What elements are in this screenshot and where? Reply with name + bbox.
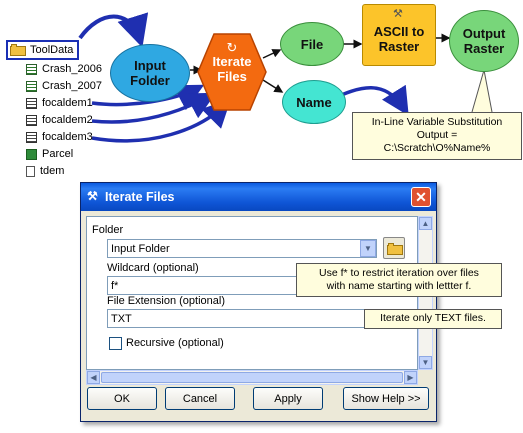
scroll-thumb[interactable] [101, 372, 403, 383]
catalog-item-crash-2007[interactable]: Crash_2007 [26, 78, 102, 94]
ok-button-label: OK [114, 392, 130, 405]
apply-button[interactable]: Apply [253, 387, 323, 410]
open-folder-icon [387, 243, 403, 255]
iterate-files-dialog: ⚒ Iterate Files ✕ Folder Input Folder ▼ … [80, 182, 437, 422]
focaldem2-arrow [91, 92, 217, 124]
folder-select-value: Input Folder [111, 242, 170, 255]
toolData-to-input-arrow [78, 12, 149, 48]
catalog-item-label: Crash_2007 [42, 80, 102, 92]
folder-label: Folder [92, 224, 124, 236]
chevron-up-icon: ▲ [421, 219, 430, 228]
output-raster-node[interactable]: Output Raster [449, 10, 519, 72]
chevron-down-icon: ▼ [421, 358, 430, 367]
file-extension-label: File Extension (optional) [107, 295, 226, 307]
show-help-button[interactable]: Show Help >> [343, 387, 429, 410]
file-extension-value: TXT [111, 312, 132, 325]
folder-select[interactable]: Input Folder [107, 239, 377, 258]
raster-icon [26, 131, 37, 143]
focaldem3-arrow [91, 99, 231, 143]
catalog-item-label: focaldem3 [42, 131, 93, 143]
chevron-down-icon: ▼ [364, 244, 372, 253]
callout-line: Output = [416, 129, 458, 141]
callout-pointer [471, 69, 493, 113]
catalog-item-tdem[interactable]: tdem [26, 163, 64, 179]
parameters-panel: Folder Input Folder ▼ Wildcard (optional… [86, 216, 418, 370]
tip-line: Use f* to restrict iteration over files [319, 267, 479, 279]
recursive-checkbox[interactable] [109, 337, 122, 350]
table-icon [26, 63, 37, 75]
raster-icon [26, 165, 35, 177]
catalog-item-parcel[interactable]: Parcel [26, 146, 73, 162]
ascii-to-raster-tool-node[interactable]: ASCII to Raster [362, 4, 436, 66]
catalog-item-label: Parcel [42, 148, 74, 160]
scroll-down-button[interactable]: ▼ [419, 356, 432, 369]
file-variable-node[interactable]: File [280, 22, 344, 66]
substitution-callout: In-Line Variable Substitution Output = C… [352, 112, 522, 160]
input-folder-node[interactable]: Input Folder [110, 44, 190, 102]
wildcard-label: Wildcard (optional) [107, 262, 199, 274]
dialog-title: Iterate Files [105, 190, 175, 204]
catalog-item-crash-2006[interactable]: Crash_2006 [26, 61, 102, 77]
scroll-up-button[interactable]: ▲ [419, 217, 432, 230]
hammer-icon: ⚒ [393, 8, 403, 20]
cancel-button[interactable]: Cancel [165, 387, 235, 410]
catalog-item-label: focaldem2 [42, 114, 93, 126]
table-icon [26, 80, 37, 92]
ok-button[interactable]: OK [87, 387, 157, 410]
catalog-item-focaldem3[interactable]: focaldem3 [26, 129, 93, 145]
callout-line: In-Line Variable Substitution [371, 116, 503, 128]
show-help-button-label: Show Help >> [351, 392, 421, 405]
iterate-files-node[interactable]: ↻ [196, 32, 268, 112]
wildcard-tip-callout: Use f* to restrict iteration over files … [296, 263, 502, 297]
catalog-item-label: Crash_2006 [42, 63, 102, 75]
wildcard-value: f* [111, 279, 119, 292]
raster-icon [26, 97, 37, 109]
recursive-label: Recursive (optional) [126, 337, 224, 349]
browse-folder-button[interactable] [383, 237, 405, 259]
tip-line: with name starting with lettter f. [326, 280, 472, 292]
catalog-item-label: tdem [40, 165, 65, 177]
tip-line: Iterate only TEXT files. [380, 312, 486, 324]
catalog-item-focaldem2[interactable]: focaldem2 [26, 112, 93, 128]
catalog-item-focaldem1[interactable]: focaldem1 [26, 95, 93, 111]
catalog-root-toolData[interactable]: ToolData [6, 40, 80, 60]
iterate-gear-icon: ↻ [227, 41, 238, 56]
scroll-right-button[interactable]: ▶ [404, 371, 417, 384]
iterate-to-name-line [262, 79, 284, 93]
tool-hammer-icon: ⚒ [87, 189, 98, 203]
horizontal-scrollbar[interactable]: ◀ ▶ [86, 370, 418, 385]
scroll-left-button[interactable]: ◀ [87, 371, 100, 384]
apply-button-label: Apply [274, 392, 302, 405]
name-variable-node[interactable]: Name [282, 80, 346, 124]
folder-dropdown-button[interactable]: ▼ [360, 240, 376, 257]
catalog-item-label: focaldem1 [42, 97, 93, 109]
iterate-to-file-line [262, 49, 282, 59]
cancel-button-label: Cancel [182, 392, 218, 405]
callout-line: C:\Scratch\O%Name% [383, 142, 491, 154]
extension-tip-callout: Iterate only TEXT files. [364, 309, 502, 329]
close-icon: ✕ [415, 188, 427, 205]
close-button[interactable]: ✕ [411, 187, 431, 207]
file-extension-input[interactable]: TXT [107, 309, 407, 328]
catalog-root-label: ToolData [30, 44, 74, 56]
dialog-titlebar[interactable]: ⚒ Iterate Files ✕ [81, 183, 436, 211]
folder-icon [10, 44, 26, 56]
raster-icon [26, 114, 37, 126]
chevron-left-icon: ◀ [90, 373, 97, 382]
chevron-right-icon: ▶ [407, 373, 414, 382]
polygon-feature-icon [26, 148, 37, 160]
